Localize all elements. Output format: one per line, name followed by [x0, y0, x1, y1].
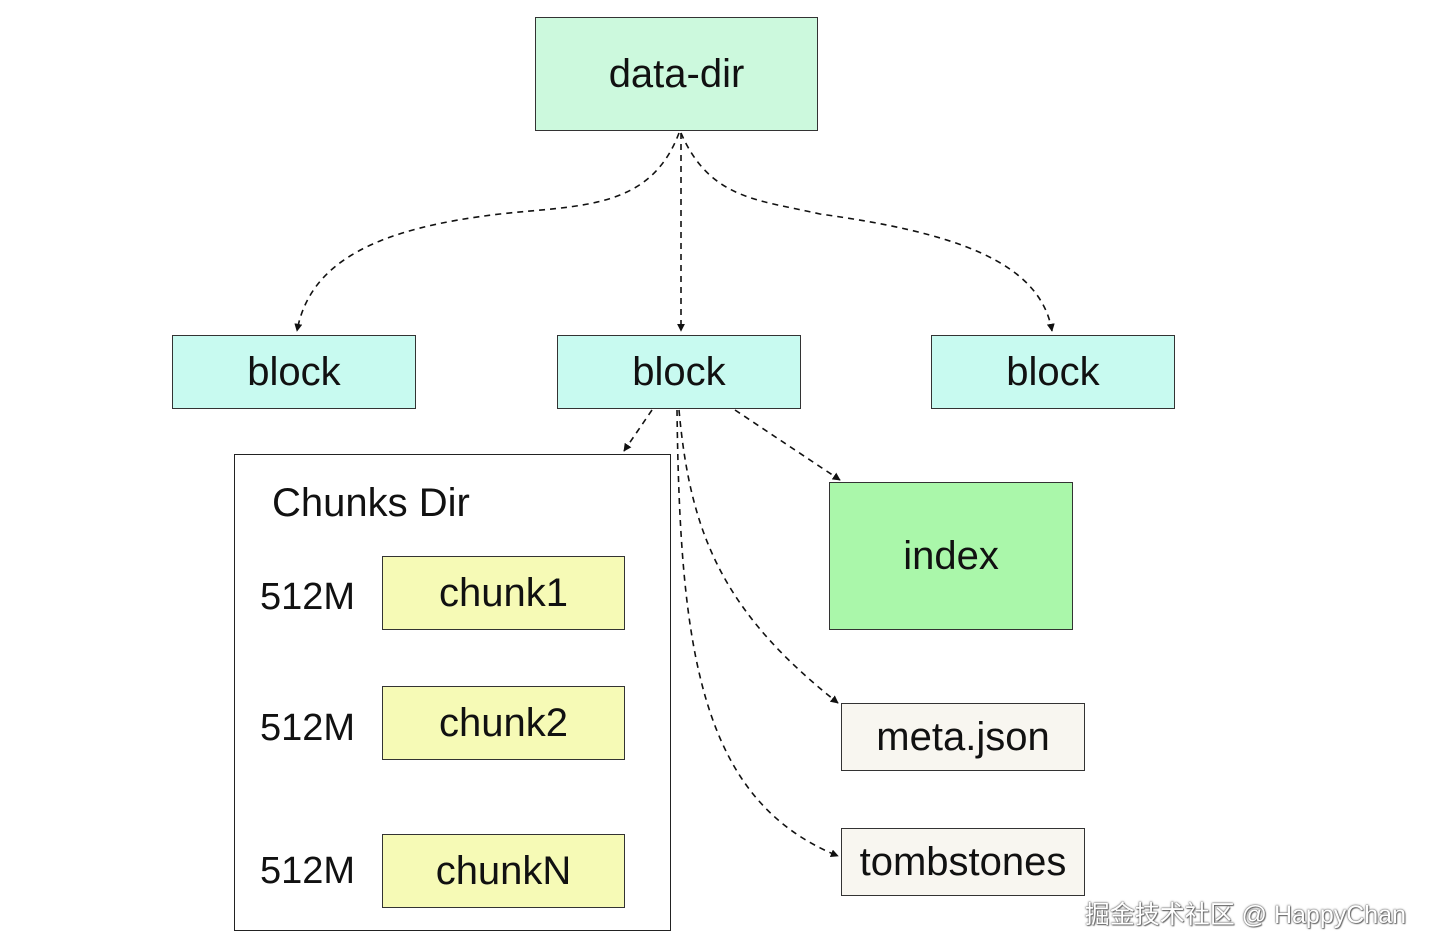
chunk-size-label: 512M — [260, 576, 356, 618]
data-dir-node: data-dir — [535, 17, 818, 131]
watermark: 掘金技术社区 @ HappyChan — [1084, 901, 1406, 929]
chunk-label: chunk1 — [439, 571, 568, 615]
block-label: block — [247, 350, 341, 394]
tombstones-node: tombstones — [841, 828, 1085, 896]
edge-datadir-to-block-right — [680, 132, 1055, 332]
index-label: index — [903, 534, 999, 578]
block-label: block — [1006, 350, 1100, 394]
block-node-middle: block — [557, 335, 801, 409]
chunk-label: chunkN — [435, 849, 572, 893]
index-node: index — [829, 482, 1073, 630]
chunks-dir-title: Chunks Dir — [272, 481, 470, 525]
edge-datadir-to-block-left — [294, 132, 680, 332]
edge-block-to-meta-json — [678, 409, 839, 704]
block-label: block — [632, 350, 726, 394]
edge-block-to-tombstones — [676, 409, 839, 857]
block-node-left: block — [172, 335, 416, 409]
chunk-node: chunk2 — [382, 686, 625, 760]
meta-json-node: meta.json — [841, 703, 1085, 771]
meta-json-label: meta.json — [876, 715, 1050, 759]
chunk-node: chunk1 — [382, 556, 625, 630]
block-node-right: block — [931, 335, 1175, 409]
chunk-node: chunkN — [382, 834, 625, 908]
chunk-label: chunk2 — [439, 701, 568, 745]
edge-block-to-index — [734, 409, 841, 481]
data-dir-label: data-dir — [608, 52, 745, 96]
chunk-size-label: 512M — [260, 850, 356, 892]
chunk-size-label: 512M — [260, 707, 356, 749]
tombstones-label: tombstones — [859, 840, 1067, 884]
edge-block-to-chunks-dir — [623, 409, 653, 452]
